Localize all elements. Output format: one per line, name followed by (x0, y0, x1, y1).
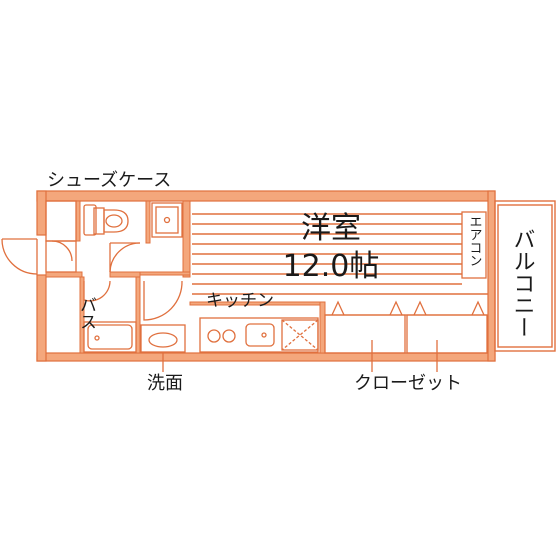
washer-space (151, 202, 183, 238)
shoe-case-label: シューズケース (47, 170, 171, 191)
kitchen-label: キッチン (206, 291, 274, 311)
shoe-case-cabinet (45, 200, 77, 273)
washbasin (140, 280, 186, 372)
kitchen-counter (199, 317, 319, 353)
toilet (83, 204, 129, 236)
western-room-size-label: 12.0帖 (283, 249, 380, 284)
bath-label: バス (76, 296, 96, 330)
closet-label: クローゼット (354, 373, 462, 394)
toilet-door (109, 242, 141, 273)
balcony-area (494, 200, 556, 352)
flooring-lines (192, 213, 488, 295)
balcony-label: バルコニー (510, 228, 535, 338)
aircon-label: エアコン (467, 215, 482, 267)
bathtub (83, 280, 137, 353)
aircon-unit (461, 211, 487, 279)
closet (324, 300, 488, 372)
entrance-door (1, 238, 38, 275)
exterior-walls (36, 190, 496, 362)
western-room-label: 洋室 (301, 211, 361, 246)
washbasin-label: 洗面 (147, 373, 183, 394)
